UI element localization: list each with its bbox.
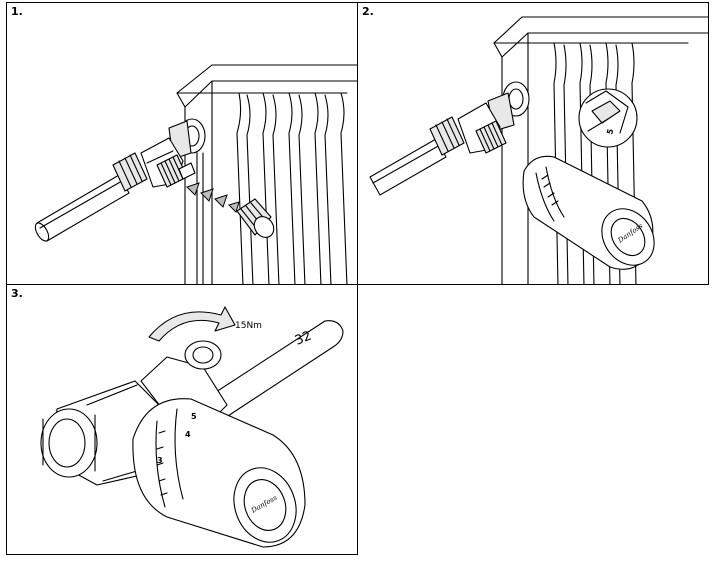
step-2-panel: 2. (357, 2, 709, 285)
thermostat-head: Danfoss 3 4 5 (132, 398, 306, 548)
step-2-illustration: 5 Danfoss (369, 16, 708, 284)
step-1-label: 1. (11, 5, 23, 18)
step-2-label: 2. (362, 5, 374, 18)
valve-insert (475, 120, 507, 154)
radiator (176, 64, 357, 284)
step-1-illustration (34, 64, 357, 284)
scale-mark-4: 4 (185, 430, 191, 439)
radiator-connection (168, 118, 206, 160)
pipe (369, 138, 447, 196)
valve-insert (156, 154, 196, 188)
step-1-panel: 1. (6, 2, 358, 285)
wrench-size-label: 32 (293, 329, 314, 349)
step-3-panel: 3. 15Nm 32 Danfoss (6, 284, 358, 555)
pipe (34, 174, 130, 242)
pipe-nut (112, 152, 148, 192)
protection-cap (236, 198, 275, 238)
detail-scale-mark: 5 (605, 127, 615, 135)
step-3-label: 3. (11, 287, 23, 300)
assembly-arrows (186, 182, 240, 213)
rotation-arrow (148, 306, 236, 342)
step-3-illustration: 15Nm 32 Danfoss 3 4 5 (40, 306, 344, 548)
thermostat-head: Danfoss (522, 155, 655, 270)
pipe-nut (429, 116, 465, 156)
torque-value: 15Nm (235, 321, 262, 331)
scale-mark-5: 5 (191, 412, 197, 421)
scale-mark-3: 3 (157, 456, 163, 465)
detail-magnifier: 5 (578, 88, 638, 148)
